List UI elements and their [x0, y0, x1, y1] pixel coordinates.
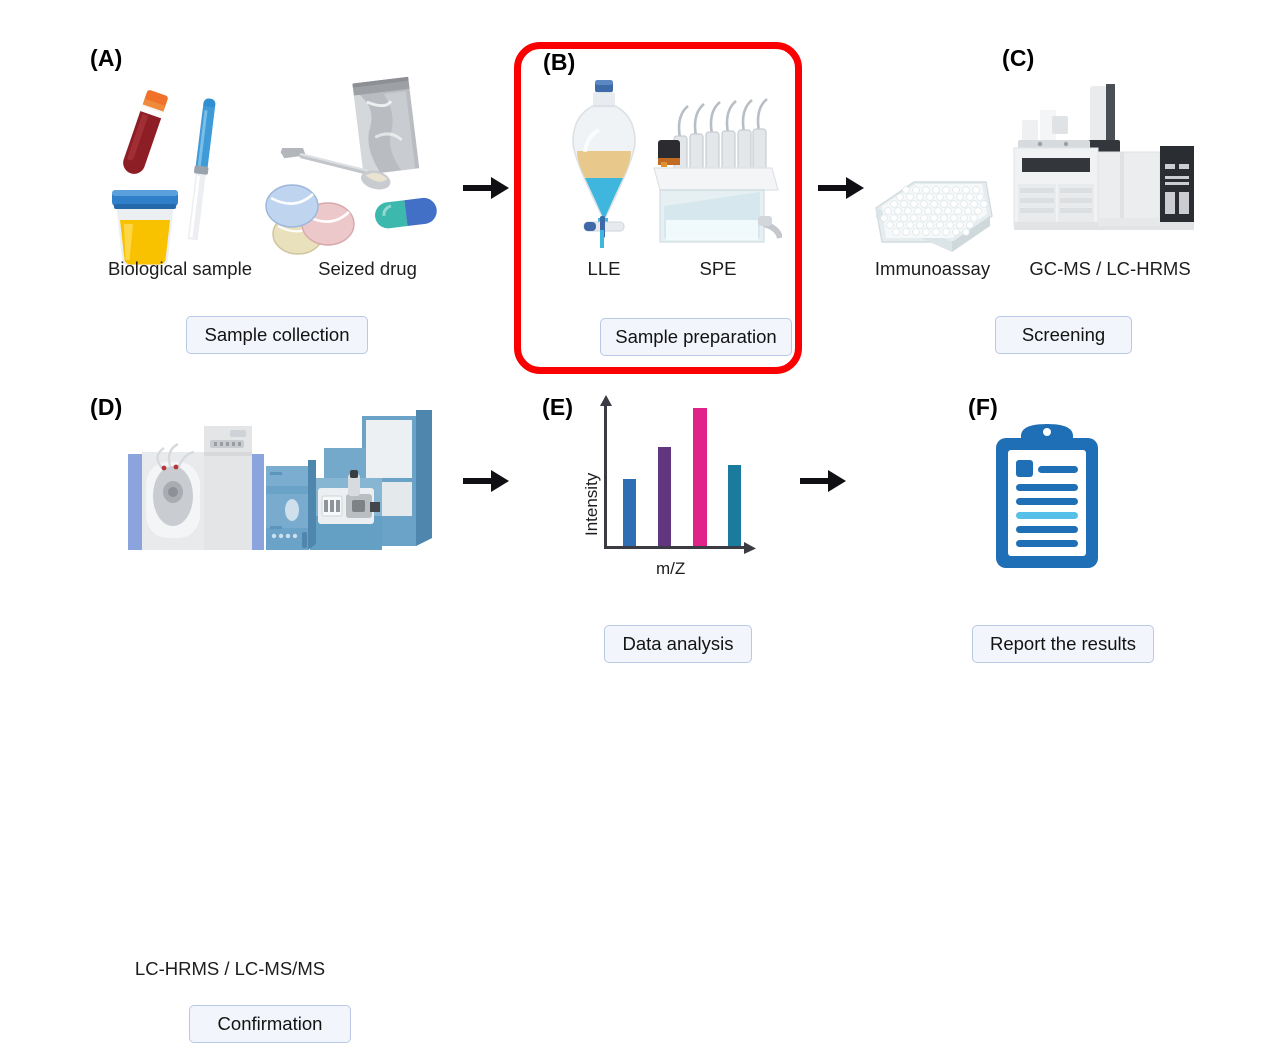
lc-hrms-instrument-icon: [128, 426, 264, 550]
panel-b: (B): [510, 0, 810, 380]
chart-y-axis-arrowhead: [600, 395, 612, 406]
panel-d-tag: (D): [90, 394, 123, 420]
panel-c: (C): [850, 0, 1280, 370]
blood-collection-tube-icon: [123, 90, 168, 174]
panel-e: (E) Intensity m/Z Data analysis: [520, 380, 810, 670]
spatula-with-powder-icon: [280, 148, 391, 190]
chart-x-axis-arrowhead: [744, 542, 756, 554]
panel-f-step-box[interactable]: Report the results: [972, 625, 1154, 663]
arrow-b-to-c: [818, 177, 864, 199]
panel-a: (A): [0, 0, 470, 370]
arrow-d-to-e: [463, 470, 509, 492]
panel-d-step-box[interactable]: Confirmation: [189, 1005, 351, 1043]
panel-c-item-label-0: Immunoassay: [874, 258, 991, 279]
panel-e-tag: (E): [542, 394, 574, 420]
chart-y-axis: [604, 404, 608, 549]
capsule-icon: [375, 198, 437, 229]
chart-bar-3: [728, 465, 741, 546]
panel-c-step-box[interactable]: Screening: [995, 316, 1132, 354]
chart-y-axis-label: Intensity: [582, 472, 601, 536]
arrow-e-to-f: [800, 470, 846, 492]
chart-x-axis: [604, 546, 747, 550]
chart-bar-1: [658, 446, 671, 546]
arrow-a-to-b: [463, 177, 509, 199]
gc-ms-instrument-icon: [1013, 84, 1194, 230]
panel-a-step-box[interactable]: Sample collection: [186, 316, 368, 354]
panel-f: (F) Report the results: [900, 380, 1280, 670]
tablets-icon: [265, 184, 355, 255]
chart-bar-2: [693, 408, 707, 546]
separatory-funnel-icon: [572, 80, 636, 248]
panel-a-item-label-1: Seized drug: [318, 258, 417, 279]
panel-d: (D): [0, 380, 470, 1043]
chart-x-axis-label: m/Z: [656, 559, 686, 578]
mass-spectrum-chart: Intensity m/Z: [582, 395, 760, 578]
chart-plot-area: [607, 404, 747, 546]
panel-a-tag: (A): [90, 45, 123, 71]
chart-bar-0: [623, 479, 636, 546]
panel-b-item-label-0: LLE: [587, 258, 621, 279]
lc-ms-ms-instrument-icon: [266, 410, 432, 550]
microplate-96-well-icon: [875, 181, 993, 252]
urine-specimen-cup-icon: [112, 190, 178, 266]
panel-d-item-label-0: LC-HRMS / LC-MS/MS: [134, 958, 326, 979]
panel-f-tag: (F): [968, 394, 998, 420]
panel-b-item-label-1: SPE: [699, 258, 737, 279]
panel-a-item-label-0: Biological sample: [108, 258, 252, 279]
panel-b-step-box[interactable]: Sample preparation: [600, 318, 792, 356]
panel-c-item-label-1: GC-MS / LC-HRMS: [1029, 258, 1191, 279]
foil-drug-bag-icon: [352, 76, 420, 175]
clipboard-report-icon: [996, 424, 1098, 568]
panel-c-tag: (C): [1002, 45, 1035, 71]
swab-icon: [187, 98, 216, 241]
panel-e-step-box[interactable]: Data analysis: [604, 625, 752, 663]
spe-vacuum-manifold-icon: [653, 98, 782, 243]
panel-b-tag: (B): [543, 49, 576, 75]
